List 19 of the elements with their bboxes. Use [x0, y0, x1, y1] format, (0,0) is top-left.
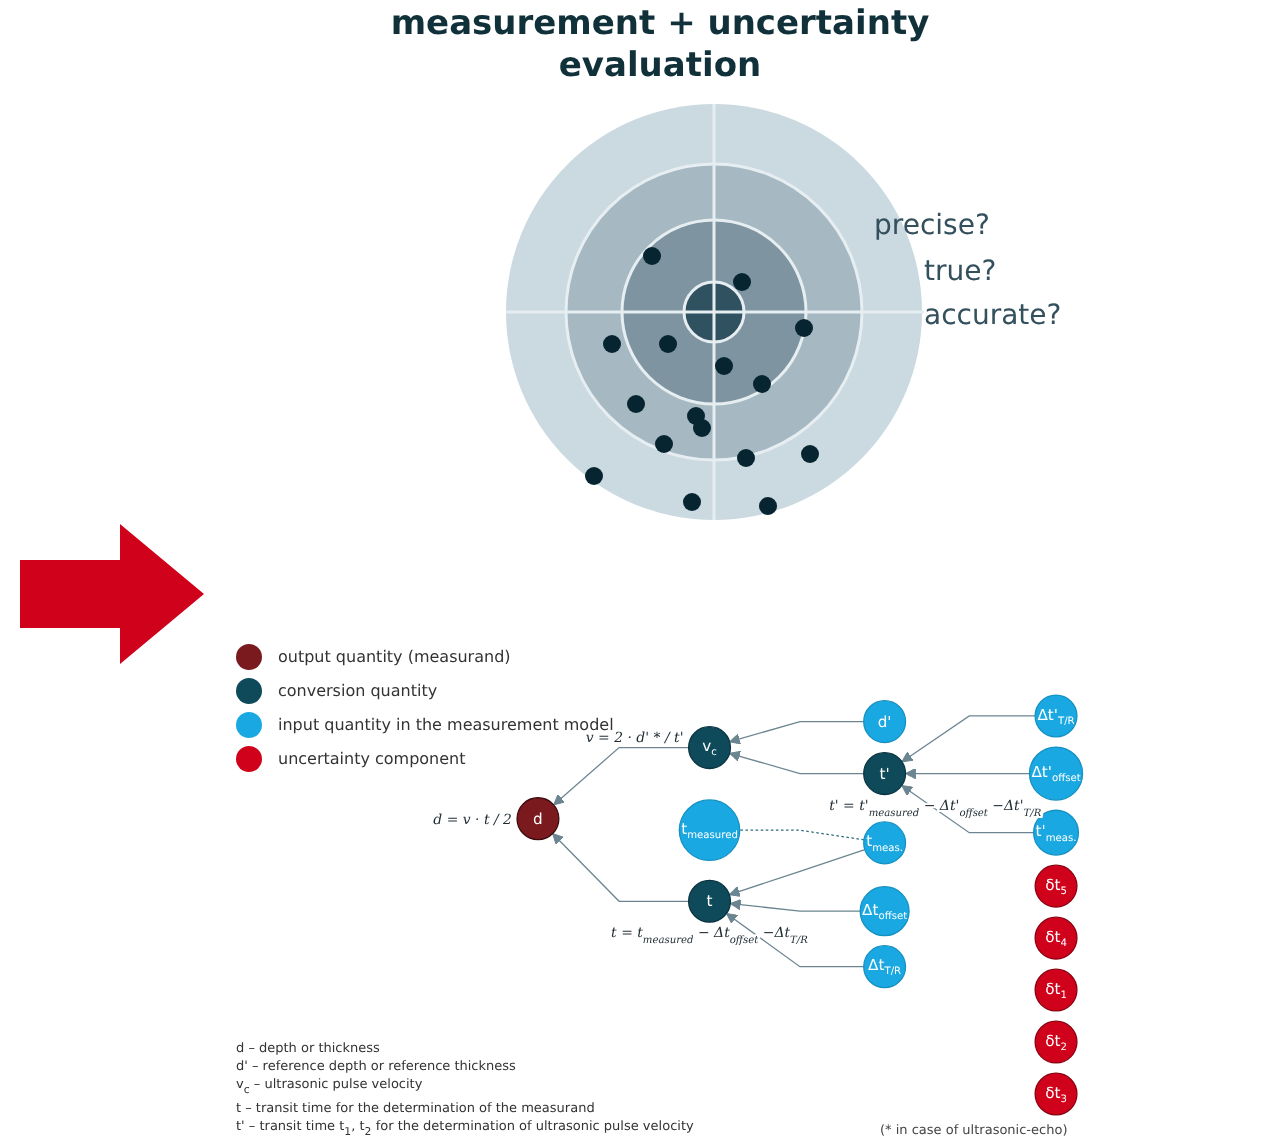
arrow [901, 715, 1036, 763]
title: measurement + uncertainty evaluation [388, 4, 932, 88]
arrow [729, 899, 861, 912]
legend-text: output quantity (measurand) [278, 648, 511, 666]
question-label: true? [924, 256, 997, 288]
arrow [725, 913, 865, 968]
arrow [905, 768, 1031, 780]
arrow [729, 750, 865, 775]
connector [739, 829, 865, 841]
arrow [728, 848, 866, 897]
legend-text: input quantity in the measurement model [278, 716, 614, 734]
question-label: precise? [874, 210, 990, 242]
question-label: accurate? [924, 300, 1062, 332]
arrow [901, 785, 1035, 834]
arrow [729, 720, 865, 745]
arrow [553, 746, 690, 806]
legend-text: uncertainty component [278, 750, 466, 768]
arrow [552, 833, 690, 902]
legend-text: conversion quantity [278, 682, 438, 700]
